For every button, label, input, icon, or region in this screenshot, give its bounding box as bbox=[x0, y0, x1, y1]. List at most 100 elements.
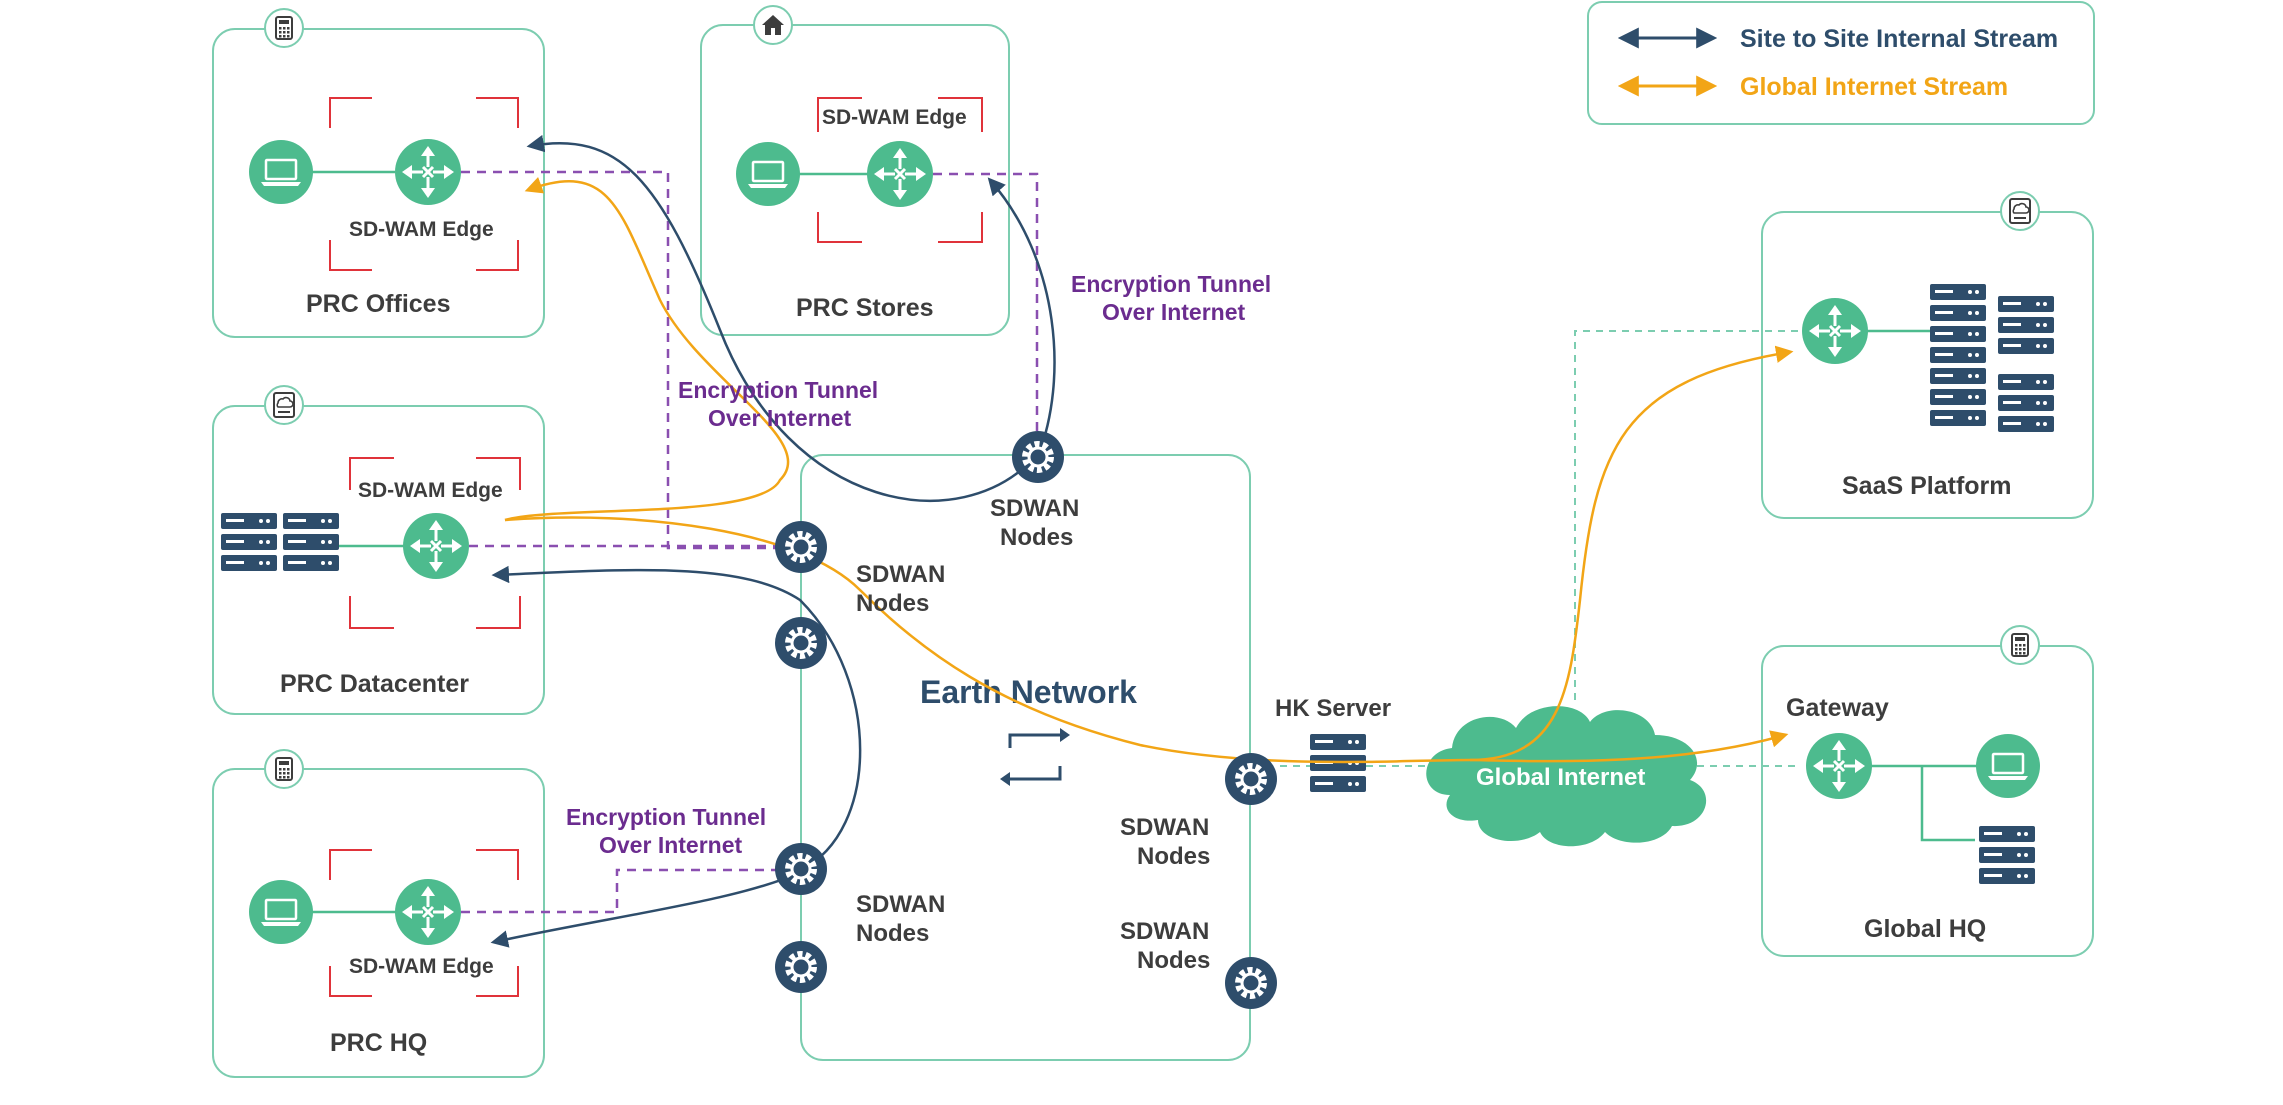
stream-node-to-hq bbox=[490, 870, 802, 948]
site-prc-datacenter: SD-WAM Edge PRC Datacenter bbox=[212, 385, 545, 715]
hk-server-label: HK Server bbox=[1275, 695, 1391, 722]
sdwan-label-line2: Nodes bbox=[856, 920, 929, 947]
tunnel-label-line2: Over Internet bbox=[708, 405, 851, 431]
stream-internet-to-globalhq bbox=[1469, 730, 1789, 763]
tunnel-stores-node bbox=[933, 172, 1039, 457]
router-icon bbox=[393, 137, 463, 207]
sdwan-label-right-lower: SDWAN Nodes bbox=[1120, 918, 1210, 974]
tunnel-label-bottom: Encryption Tunnel Over Internet bbox=[566, 804, 766, 858]
stream-offices-internet bbox=[504, 176, 790, 522]
tunnel-hq-node bbox=[461, 868, 801, 914]
edge-label: SD-WAM Edge bbox=[358, 479, 503, 502]
router-icon bbox=[1800, 296, 1870, 366]
site-title: PRC Offices bbox=[306, 290, 450, 318]
gateway-label: Gateway bbox=[1786, 694, 1889, 722]
edge-corner-brackets bbox=[329, 849, 519, 997]
legend-site-stream-label: Site to Site Internal Stream bbox=[1740, 25, 2058, 53]
site-box bbox=[212, 405, 545, 715]
laptop-icon bbox=[734, 140, 802, 208]
tunnel-label-line1: Encryption Tunnel bbox=[1071, 271, 1271, 297]
sdwan-label-right-upper: SDWAN Nodes bbox=[1120, 814, 1210, 870]
server-rack-icon bbox=[221, 513, 277, 571]
hk-server: HK Server bbox=[1275, 695, 1391, 792]
site-prc-hq: SD-WAM Edge PRC HQ bbox=[212, 749, 545, 1078]
calculator-icon bbox=[2000, 625, 2040, 665]
site-title: PRC Stores bbox=[796, 294, 934, 322]
stream-node-to-datacenter bbox=[491, 565, 862, 872]
sdwan-label-top: SDWAN Nodes bbox=[990, 495, 1079, 551]
sdwan-label-left-upper: SDWAN Nodes bbox=[856, 561, 945, 617]
site-global-hq: Gateway Global HQ bbox=[1761, 625, 2094, 957]
sdwan-label-line1: SDWAN bbox=[856, 561, 945, 588]
sdwan-node-gear-icon bbox=[775, 521, 827, 573]
earth-network-title: Earth Network bbox=[920, 674, 1137, 710]
cloud-storage-icon bbox=[2000, 191, 2040, 231]
global-internet-streams bbox=[504, 176, 1794, 764]
encryption-tunnels bbox=[461, 170, 1039, 914]
sdwan-label-left-lower: SDWAN Nodes bbox=[856, 891, 945, 947]
legend-box bbox=[1587, 1, 2095, 125]
edge-corner-brackets bbox=[349, 457, 521, 629]
stream-node-to-offices bbox=[526, 134, 1037, 502]
sdwan-node-gear-icon bbox=[775, 843, 827, 895]
sdwan-node-gear-icon bbox=[775, 617, 827, 669]
stream-node-to-stores bbox=[987, 177, 1056, 457]
tunnel-label-line2: Over Internet bbox=[1102, 299, 1245, 325]
sdwan-label-line1: SDWAN bbox=[1120, 814, 1209, 841]
site-prc-offices: SD-WAM Edge PRC Offices bbox=[212, 8, 545, 338]
sdwan-node-gear-icon bbox=[775, 941, 827, 993]
legend-internet-stream-label: Global Internet Stream bbox=[1740, 73, 2008, 101]
tunnel-label-middle: Encryption Tunnel Over Internet bbox=[678, 377, 878, 431]
laptop-icon bbox=[247, 878, 315, 946]
sdwan-node-gear-icon bbox=[1012, 431, 1064, 483]
server-rack-icon bbox=[283, 513, 339, 571]
site-title: PRC Datacenter bbox=[280, 670, 469, 698]
sdwan-node-gear-icon bbox=[1225, 753, 1277, 805]
edge-corner-brackets bbox=[329, 97, 519, 271]
site-title: PRC HQ bbox=[330, 1029, 427, 1057]
tunnel-offices-datacenter bbox=[461, 170, 800, 550]
calculator-icon bbox=[264, 749, 304, 789]
sdwan-label-line1: SDWAN bbox=[1120, 918, 1209, 945]
tunnel-label-line1: Encryption Tunnel bbox=[678, 377, 878, 403]
sdwan-label-line2: Nodes bbox=[856, 590, 929, 617]
global-internet-cloud: Global Internet bbox=[1426, 706, 1707, 847]
site-box bbox=[212, 768, 545, 1078]
site-title: Global HQ bbox=[1864, 915, 1986, 943]
sdwan-label-line1: SDWAN bbox=[856, 891, 945, 918]
cloud-saas-link bbox=[1574, 330, 1800, 700]
house-icon bbox=[753, 5, 793, 45]
sdwan-label-line2: Nodes bbox=[1137, 947, 1210, 974]
laptop-icon bbox=[247, 138, 315, 206]
calculator-icon bbox=[264, 8, 304, 48]
sdwan-label-line1: SDWAN bbox=[990, 495, 1079, 522]
site-box bbox=[1761, 645, 2094, 957]
tunnel-label-top-right: Encryption Tunnel Over Internet bbox=[1071, 271, 1271, 325]
router-icon bbox=[1804, 731, 1874, 801]
site-box bbox=[1761, 211, 2094, 519]
cloud-storage-icon bbox=[264, 385, 304, 425]
router-icon bbox=[865, 139, 935, 209]
sdwan-label-line2: Nodes bbox=[1137, 843, 1210, 870]
edge-label: SD-WAM Edge bbox=[349, 218, 494, 241]
router-icon bbox=[393, 877, 463, 947]
sync-icon bbox=[1000, 728, 1070, 786]
edge-label: SD-WAM Edge bbox=[822, 106, 967, 129]
edge-label: SD-WAM Edge bbox=[349, 955, 494, 978]
sdwan-label-line2: Nodes bbox=[1000, 524, 1073, 551]
router-icon bbox=[401, 511, 471, 581]
site-box bbox=[700, 24, 1010, 336]
site-to-site-streams bbox=[490, 134, 1056, 948]
teal-dashed-links bbox=[1280, 330, 1800, 767]
stream-internet-to-saas bbox=[1469, 345, 1794, 762]
sdwan-node-gear-icon bbox=[1225, 957, 1277, 1009]
server-rack-icon bbox=[1930, 284, 1986, 426]
site-title: SaaS Platform bbox=[1842, 472, 2012, 500]
laptop-icon bbox=[1974, 732, 2042, 800]
site-prc-stores: SD-WAM Edge PRC Stores bbox=[700, 5, 1010, 336]
stream-datacenter-internet bbox=[504, 516, 1471, 764]
site-saas-platform: SaaS Platform bbox=[1761, 191, 2094, 519]
edge-corner-brackets bbox=[817, 97, 983, 243]
legend: Site to Site Internal Stream Global Inte… bbox=[1587, 1, 2095, 125]
